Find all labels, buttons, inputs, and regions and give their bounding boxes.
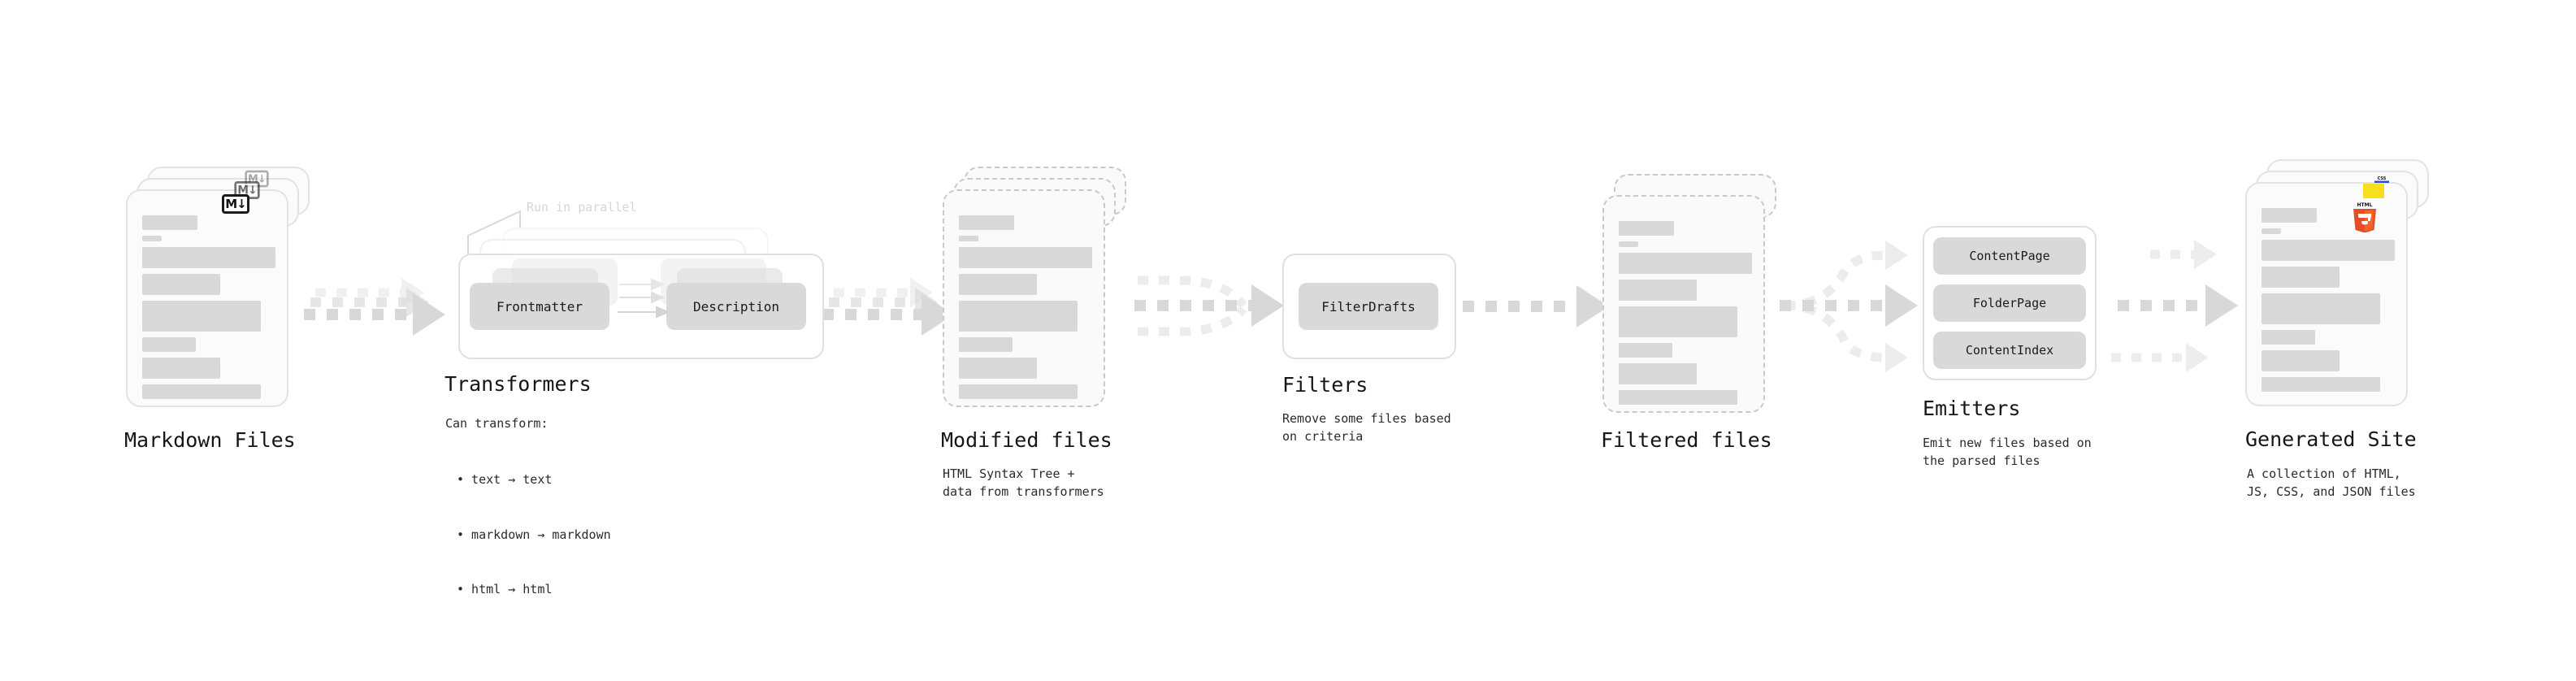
stage-title-generated-site: Generated Site	[2245, 427, 2417, 451]
plugin-pill-filterdrafts[interactable]: FilterDrafts	[1299, 283, 1438, 330]
arrow-emitters-to-site	[2111, 240, 2238, 372]
transform-item-html: • html → html	[457, 582, 553, 596]
transform-item-markdown: • markdown → markdown	[457, 527, 611, 542]
stage-generated-site: CSS HTML Generated Site A collection of …	[2245, 159, 2440, 499]
stage-filtered-files: Filtered files	[1601, 172, 1789, 452]
stage-title-transformers: Transformers	[445, 372, 592, 396]
plugin-pill-folderpage[interactable]: FolderPage	[1933, 284, 2086, 322]
run-in-parallel-bracket	[467, 210, 521, 255]
stage-title-markdown-files: Markdown Files	[124, 428, 296, 452]
plugin-pill-description[interactable]: Description	[666, 283, 806, 330]
filtered-card-content-lines	[1619, 221, 1752, 410]
html5-badge-text: HTML	[2357, 202, 2373, 208]
emitters-caption: Emit new files based on the parsed files	[1923, 436, 2092, 468]
css3-icon: CSS	[2374, 176, 2389, 183]
stage-title-modified-files: Modified files	[941, 428, 1112, 452]
stage-title-emitters: Emitters	[1923, 397, 2021, 420]
transform-item-text: • text → text	[457, 472, 553, 487]
markdown-file-stack: M↓ M↓ M↓	[126, 167, 313, 410]
inner-parallel-arrows	[618, 278, 670, 319]
plugin-pill-contentindex[interactable]: ContentIndex	[1933, 332, 2086, 369]
arrow-modified-to-filters	[1134, 275, 1284, 336]
modified-card-front	[943, 189, 1105, 407]
arrow-transformers-to-modified	[822, 278, 954, 336]
stage-markdown-files: M↓ M↓ M↓ Markdown Files	[124, 167, 313, 452]
filters-caption: Remove some files based on criteria	[1282, 411, 1451, 444]
generated-file-stack: CSS HTML	[2245, 159, 2440, 411]
transformers-caption-list: • text → text • markdown → markdown • ht…	[457, 434, 611, 635]
html5-icon: HTML	[2353, 202, 2376, 233]
js-badge	[2363, 184, 2384, 198]
plugin-pill-contentpage[interactable]: ContentPage	[1933, 237, 2086, 275]
stage-modified-files: Modified files HTML Syntax Tree + data f…	[941, 167, 1130, 499]
stage-title-filtered-files: Filtered files	[1601, 428, 1772, 452]
arrow-filtered-to-emitters	[1780, 241, 1918, 372]
generated-card-content-lines	[2262, 208, 2395, 397]
modified-file-stack	[943, 167, 1130, 410]
html5-badge: HTML	[2351, 200, 2379, 233]
generated-site-caption: A collection of HTML, JS, CSS, and JSON …	[2247, 466, 2416, 499]
markdown-badge: M↓	[222, 194, 249, 214]
run-in-parallel-label: Run in parallel	[527, 200, 637, 215]
markdown-card-front	[126, 189, 288, 407]
filtered-card-front	[1602, 195, 1765, 413]
arrow-filters-to-filtered	[1463, 285, 1609, 327]
transformers-caption-heading: Can transform:	[445, 416, 549, 431]
css3-badge: CSS	[2374, 172, 2390, 183]
modified-files-caption: HTML Syntax Tree + data from transformer…	[943, 466, 1104, 499]
generated-card-front	[2245, 182, 2408, 406]
filtered-file-stack	[1602, 172, 1789, 416]
css3-badge-text: CSS	[2378, 176, 2387, 181]
arrow-markdown-to-transformers	[304, 278, 445, 336]
markdown-card-content-lines	[142, 215, 275, 405]
plugin-pill-frontmatter[interactable]: Frontmatter	[470, 283, 609, 330]
stage-title-filters: Filters	[1282, 373, 1368, 397]
modified-card-content-lines	[959, 215, 1092, 405]
